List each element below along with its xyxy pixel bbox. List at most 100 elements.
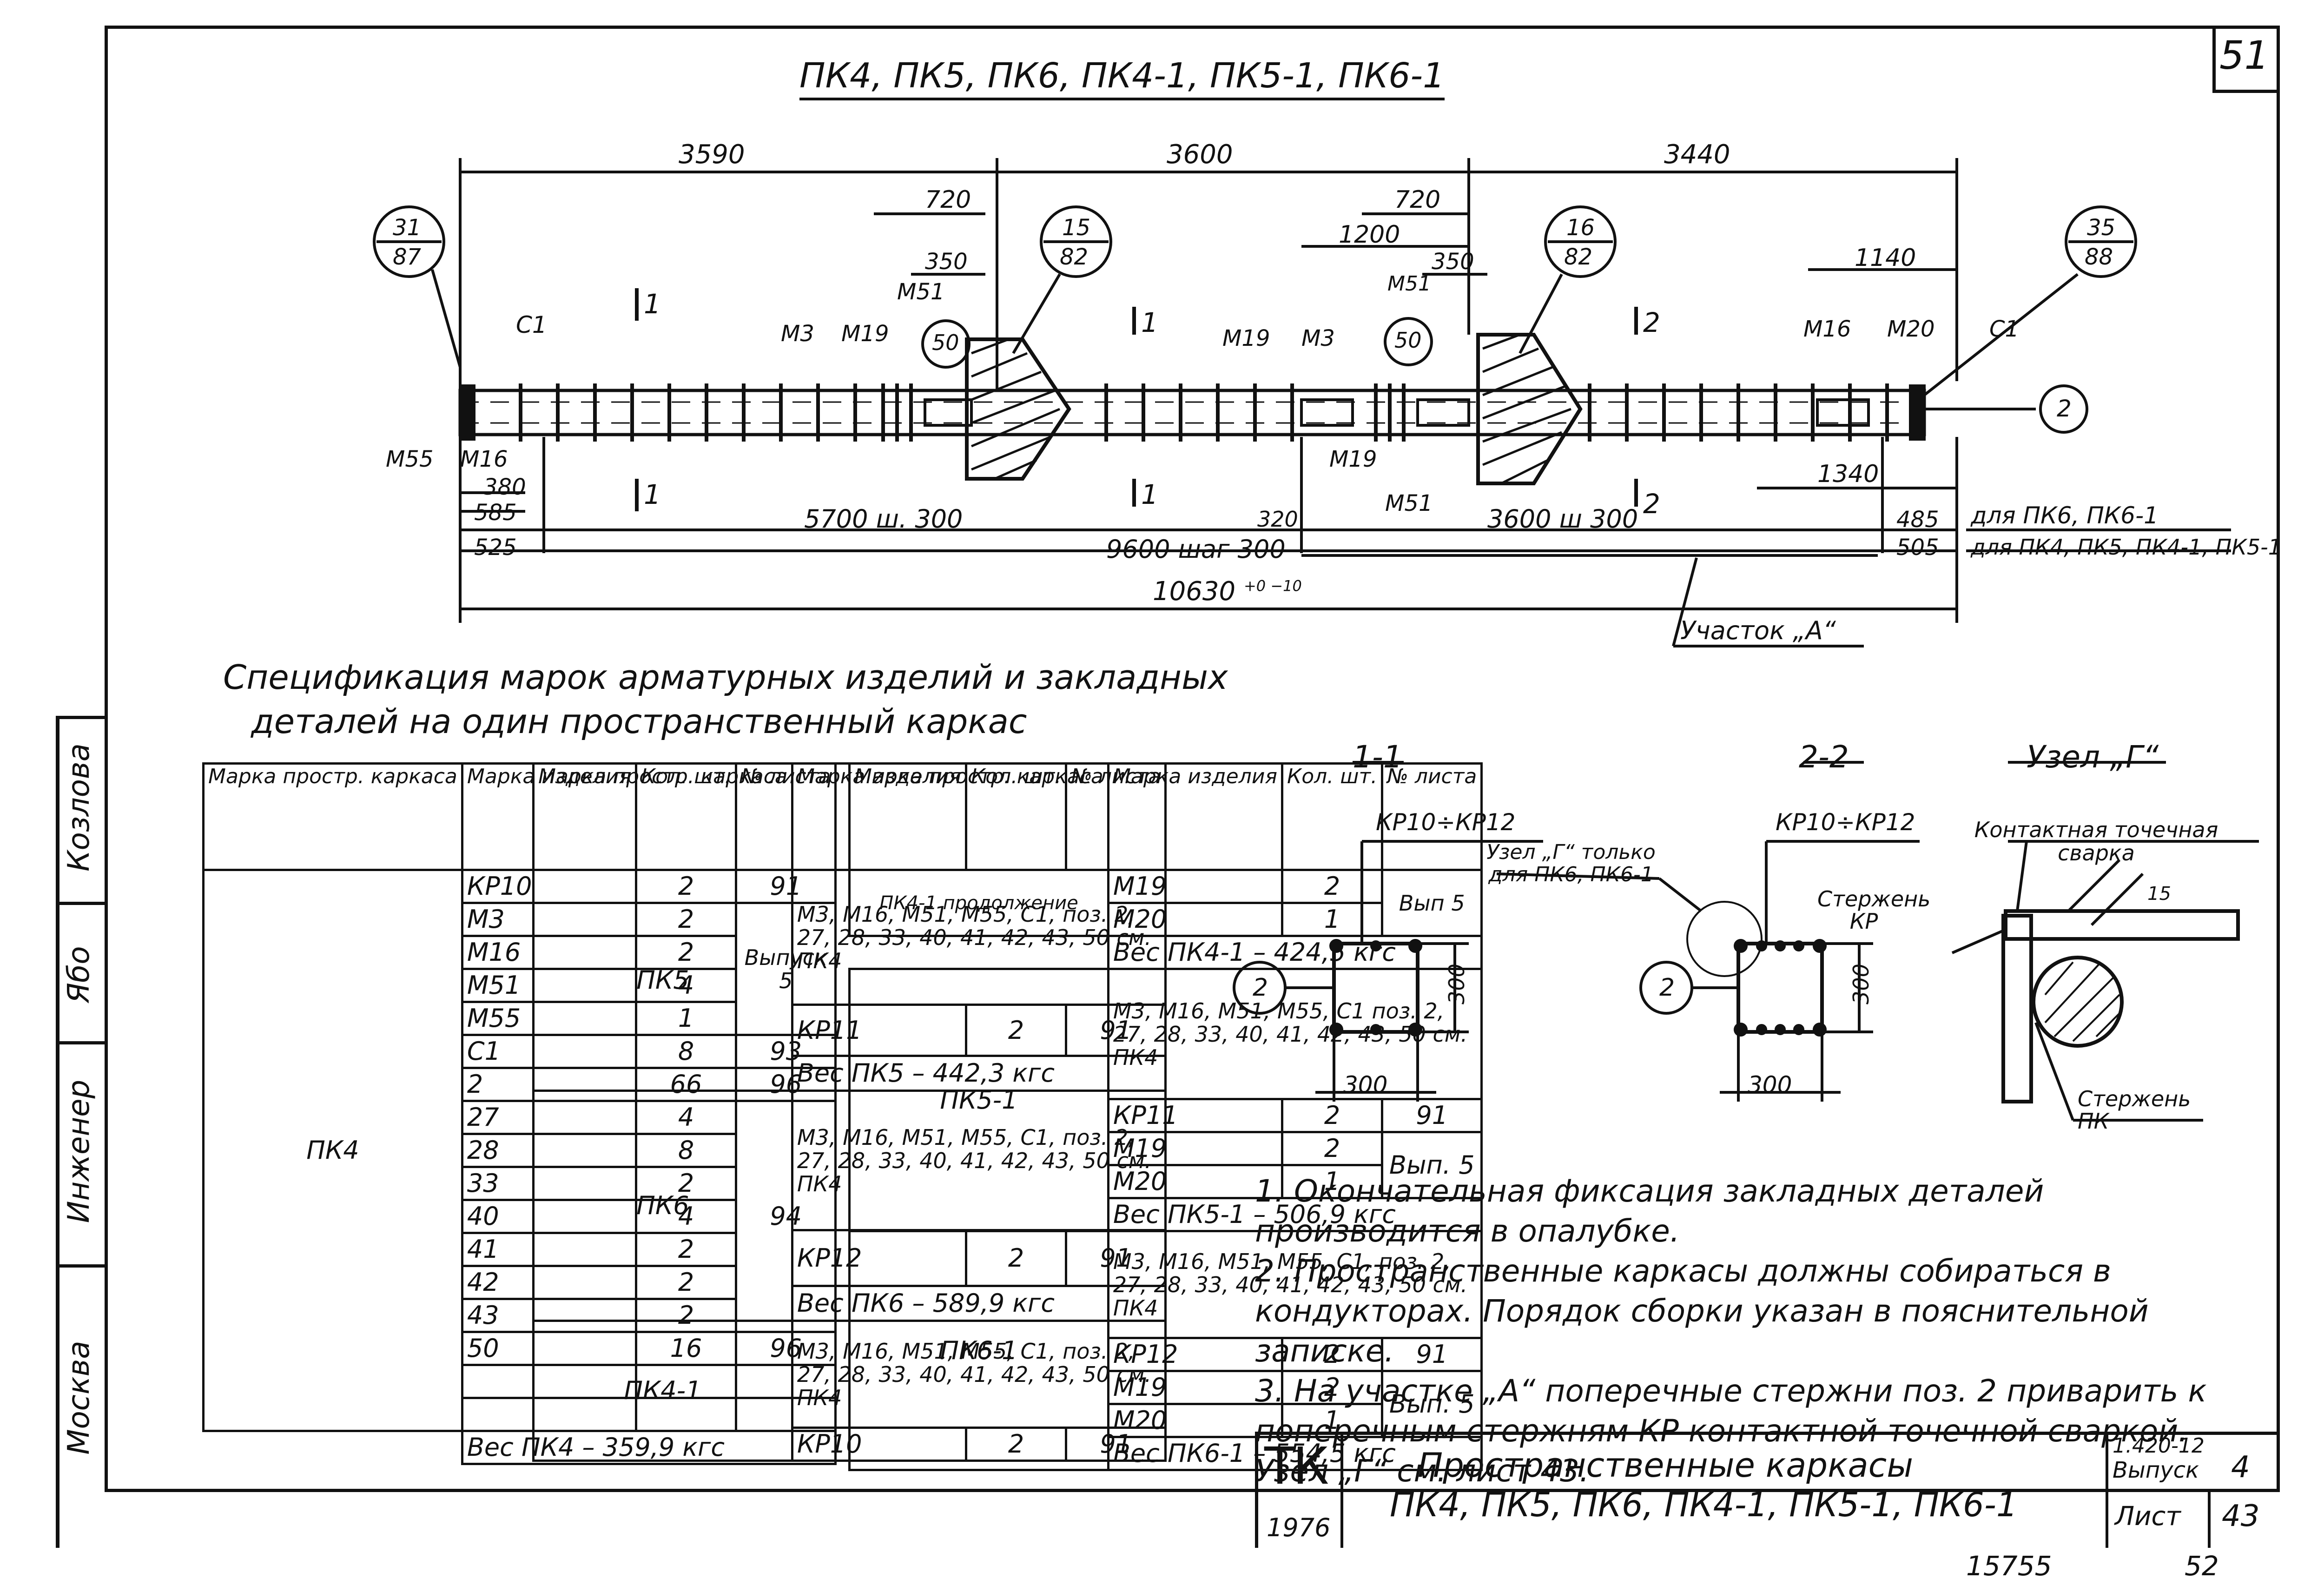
callout-82b: 82 [1564,244,1593,270]
dim-1200: 1200 [1339,221,1400,249]
label-m3-left: M3 [781,321,814,347]
label-m20: M20 [1887,316,1935,342]
sections-drawing [1233,761,2259,1122]
footer-page: 52 [2185,1550,2219,1582]
table-row-item: М20 [1107,1403,1283,1438]
page-number-box [2212,26,2280,93]
section-mark-2b: 2 [1643,488,1660,520]
sidebar-divider [56,902,105,905]
label-c1-left: C1 [516,311,547,338]
dim-top-2: 3600 [1167,139,1233,170]
dim-350a: 350 [925,249,968,275]
section-2-2-note: Узел „Г“ только для ПК6, ПК6-1 [1486,840,1656,886]
dim-1340: 1340 [1817,460,1879,488]
pk5-1-description: М3, М16, М51, М55, С1 поз. 2, 27, 28, 33… [1107,968,1483,1100]
dim-505: 505 [1896,535,1939,561]
page-number: 51 [2219,33,2269,78]
spacing-3600: 3600 ш 300 [1487,504,1638,534]
dim-350b: 350 [1432,249,1474,275]
dim-380: 380 [483,474,526,500]
section-2-2-dim-w: 300 [1748,1071,1792,1098]
sidebar-divider [56,1041,105,1044]
table-row-qty: 2 [1281,1337,1384,1372]
logo-box [1255,1432,1343,1548]
sidebar-divider [56,1264,105,1268]
logo-year: 1976 [1267,1513,1331,1542]
frame-mark-pk5: ПК5 [532,869,793,1092]
table-row-sheet: Вып. 5 [1381,1370,1483,1438]
label-m19-mid: M19 [1222,325,1270,351]
spacing-9600: 9600 шаг 300 [1106,535,1286,564]
table-row-item: М19 [1107,869,1283,904]
circle-50-a: 50 [932,330,959,355]
hdr-frame-mark: Марка простр. каркаса [532,762,793,871]
segment-a-label: Участок „А“ [1680,616,1836,645]
spacing-5700: 5700 ш. 300 [804,504,963,534]
dim-320: 320 [1257,507,1298,532]
table-row-sheet: 91 [1381,1098,1483,1133]
spec-title-line-1: Спецификация марок арматурных изделий и … [223,658,1228,697]
table-row-qty: 2 [1281,869,1384,904]
sidebar-role: Инженер [62,1079,96,1223]
node-g-title: Узел „Г“ [2027,739,2159,775]
callout-82a: 82 [1060,244,1089,270]
frame-mark-pk6: ПК6 [532,1090,793,1322]
sheet-box [2106,1489,2278,1548]
section-1-1-circle: 2 [1253,974,1268,1002]
label-m19-bottom: M19 [1329,446,1377,472]
note-pk4: для ПК4, ПК5, ПК4-1, ПК5-1 [1971,535,2282,560]
table-row-qty: 1 [1281,902,1384,937]
node-g-dim: 15 [2147,883,2171,905]
circle-2: 2 [2057,395,2072,422]
title-block-border [1255,1432,2278,1548]
series-number: 1.420-12 [2113,1434,2205,1458]
title-block: ТК 1976 Пространственные каркасы ПК4, ПК… [1255,1432,2278,1548]
dim-720b: 720 [1394,186,1441,214]
issue-number: 4 [2231,1450,2250,1485]
callout-88: 88 [2085,244,2113,270]
hdr-frame-mark: Марка простр. каркаса [202,762,463,871]
dim-top-1: 3590 [679,139,745,170]
table-row-item: КР12 [1107,1337,1283,1372]
dim-top-3: 3440 [1664,139,1730,170]
notes: 1. Окончательная фиксация закладных дета… [1255,1171,2254,1491]
title-line-2: ПК4, ПК5, ПК6, ПК4-1, ПК5-1, ПК6-1 [1390,1485,2018,1524]
section-1-1-dim-w: 300 [1343,1071,1388,1098]
label-m55: M55 [386,446,434,472]
label-m16-right: M16 [1803,316,1851,342]
dim-720a: 720 [925,186,971,214]
hdr-item-mark: Марка изделия [1107,762,1283,871]
section-mark-1a: 1 [644,288,661,320]
table-row-item: КР11 [1107,1098,1283,1133]
table-row-sheet: Вып 5 [1381,869,1483,937]
elevation-drawing [373,158,2231,647]
section-2-2-title: 2-2 [1799,739,1849,775]
frame-mark-pk5-1: ПК5-1 [848,968,1109,1232]
section-mark-2a: 2 [1643,307,1660,338]
frame-mark-pk4-1: ПК4-1 [532,1320,793,1462]
logo: ТК [1264,1436,1329,1496]
section-2-2-dim-h: 300 [1848,964,1874,1004]
title-line-1: Пространственные каркасы [1418,1446,1914,1485]
hdr-sheet: № листа [1381,762,1483,871]
section-mark-1c: 1 [1141,307,1158,338]
hdr-qty: Кол. шт. [1281,762,1384,871]
table-row-item: М20 [1107,902,1283,937]
note-1: 1. Окончательная фиксация закладных дета… [1255,1173,2044,1249]
table-row-sheet: 91 [1381,1337,1483,1372]
table-row-sheet: Вып. 5 [1381,1131,1483,1199]
footer-archive-number: 15755 [1966,1550,2052,1582]
table-row-item: М19 [1107,1370,1283,1405]
pk6-1-description: М3, М16, М51, М55, С1, поз. 2, 27, 28, 3… [1107,1230,1483,1339]
table-row-qty: 2 [1281,1370,1384,1405]
section-1-1-title: 1-1 [1353,739,1403,775]
node-g-weld: Контактная точечная сварка [1974,817,2218,865]
spec-table-3: Марка простр. каркаса Марка изделия Кол.… [848,762,1483,1471]
frame-mark-pk6-1: ПК6-1 [848,1230,1109,1471]
section-1-1-dim-h: 300 [1444,964,1469,1004]
dim-1140: 1140 [1855,244,1916,272]
dim-485: 485 [1896,507,1939,533]
frame-mark-pk4: ПК4 [202,869,463,1432]
weight-pk5-1: Вес ПК5-1 – 506,9 кгс [1107,1197,1483,1232]
drawing-title: ПК4, ПК5, ПК6, ПК4-1, ПК5-1, ПК6-1 [799,56,1445,100]
